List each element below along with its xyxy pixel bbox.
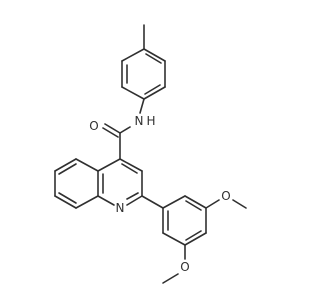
quinoline-pyridine-ring <box>97 158 143 206</box>
bond <box>54 195 77 209</box>
quinoline-benzo-ring <box>54 158 99 209</box>
double-bond-inner <box>185 230 202 241</box>
dimethoxyphenyl-ring <box>162 195 207 246</box>
double-bond-inner <box>58 163 77 175</box>
molecule-structure: O N H N O O <box>54 24 247 284</box>
bond <box>184 232 207 246</box>
double-bond-inner <box>185 200 202 211</box>
bond <box>162 232 186 246</box>
methoxy-oxygen-3-label: O <box>221 189 230 203</box>
methoxy-bond <box>232 199 247 209</box>
tolyl-ring <box>121 48 166 100</box>
methoxy-bond <box>162 273 179 284</box>
bond <box>75 158 99 172</box>
bond <box>75 195 99 209</box>
bond <box>121 48 145 62</box>
bond <box>119 158 143 172</box>
bond <box>121 86 145 100</box>
amide-oxygen-label: O <box>89 119 98 133</box>
biaryl-bond <box>141 195 164 209</box>
quinoline-nitrogen-label: N <box>116 201 125 215</box>
bond <box>162 195 186 209</box>
amide-nitrogen-label: N <box>135 114 144 128</box>
double-bond-inner <box>58 192 77 204</box>
methoxy-bond <box>205 199 220 209</box>
bond <box>97 158 121 172</box>
amide-hydrogen-label: H <box>146 114 155 128</box>
carbonyl-double-bond <box>104 123 121 134</box>
double-bond-inner <box>121 163 138 174</box>
bond <box>97 195 115 206</box>
carbonyl-double-bond <box>102 127 119 138</box>
double-bond-inner <box>126 192 139 200</box>
aryl-n-bond <box>139 98 145 114</box>
bond <box>184 195 207 209</box>
bond <box>143 48 166 62</box>
bond <box>126 195 143 206</box>
nh-carbonyl-bond <box>119 126 131 134</box>
bond <box>143 86 166 100</box>
bond <box>54 158 77 172</box>
double-bond-inner <box>145 53 162 64</box>
structure-canvas: O N H N O O <box>54 24 247 284</box>
methoxy-oxygen-4-label: O <box>180 260 189 274</box>
double-bond-inner <box>144 84 161 95</box>
